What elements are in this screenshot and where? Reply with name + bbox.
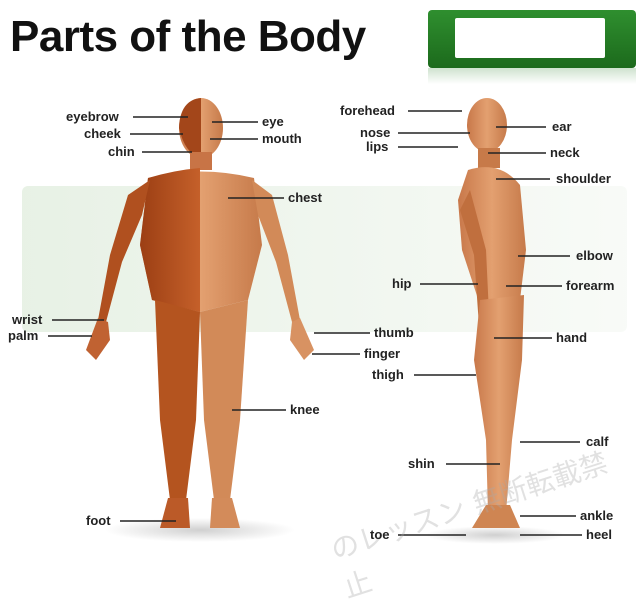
label-thigh: thigh (372, 368, 404, 382)
label-chin: chin (108, 145, 135, 159)
label-eyebrow: eyebrow (66, 110, 119, 124)
label-eye: eye (262, 115, 284, 129)
label-elbow: elbow (576, 249, 613, 263)
label-lips: lips (366, 140, 388, 154)
label-neck: neck (550, 146, 580, 160)
label-hip: hip (392, 277, 412, 291)
label-mouth: mouth (262, 132, 302, 146)
label-forearm: forearm (566, 279, 614, 293)
label-thumb: thumb (374, 326, 414, 340)
front-figure (86, 98, 314, 542)
label-palm: palm (8, 329, 38, 343)
label-heel: heel (586, 528, 612, 542)
label-foot: foot (86, 514, 111, 528)
label-shoulder: shoulder (556, 172, 611, 186)
label-ankle: ankle (580, 509, 613, 523)
label-toe: toe (370, 528, 390, 542)
label-hand: hand (556, 331, 587, 345)
label-chest: chest (288, 191, 322, 205)
label-calf: calf (586, 435, 608, 449)
label-forehead: forehead (340, 104, 395, 118)
label-shin: shin (408, 457, 435, 471)
label-cheek: cheek (84, 127, 121, 141)
label-wrist: wrist (12, 313, 42, 327)
label-knee: knee (290, 403, 320, 417)
label-nose: nose (360, 126, 390, 140)
label-ear: ear (552, 120, 572, 134)
label-finger: finger (364, 347, 400, 361)
